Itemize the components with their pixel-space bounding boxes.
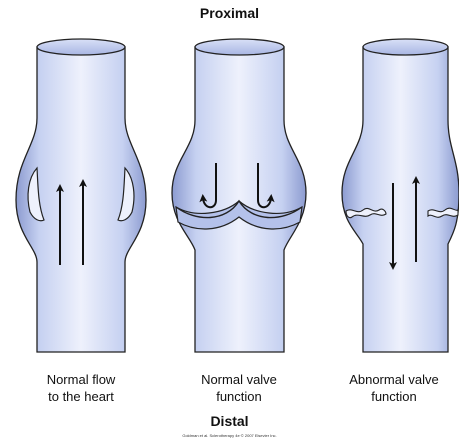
vein-body bbox=[342, 47, 459, 352]
vein-top-opening bbox=[37, 39, 125, 55]
panel-normal-valve bbox=[172, 39, 306, 352]
caption-normal-valve: Normal valve function bbox=[174, 371, 304, 405]
caption-abnormal-valve: Abnormal valve function bbox=[329, 371, 459, 405]
vein-body bbox=[172, 47, 306, 352]
copyright-credit: Goldman et al. Sclerotherapy 4e © 2007 E… bbox=[0, 433, 459, 438]
panel-normal-flow bbox=[16, 39, 146, 352]
distal-label: Distal bbox=[0, 413, 459, 429]
vein-top-opening bbox=[363, 39, 448, 55]
caption-normal-flow: Normal flow to the heart bbox=[16, 371, 146, 405]
vein-top-opening bbox=[195, 39, 284, 55]
panel-abnormal-valve bbox=[342, 39, 459, 352]
